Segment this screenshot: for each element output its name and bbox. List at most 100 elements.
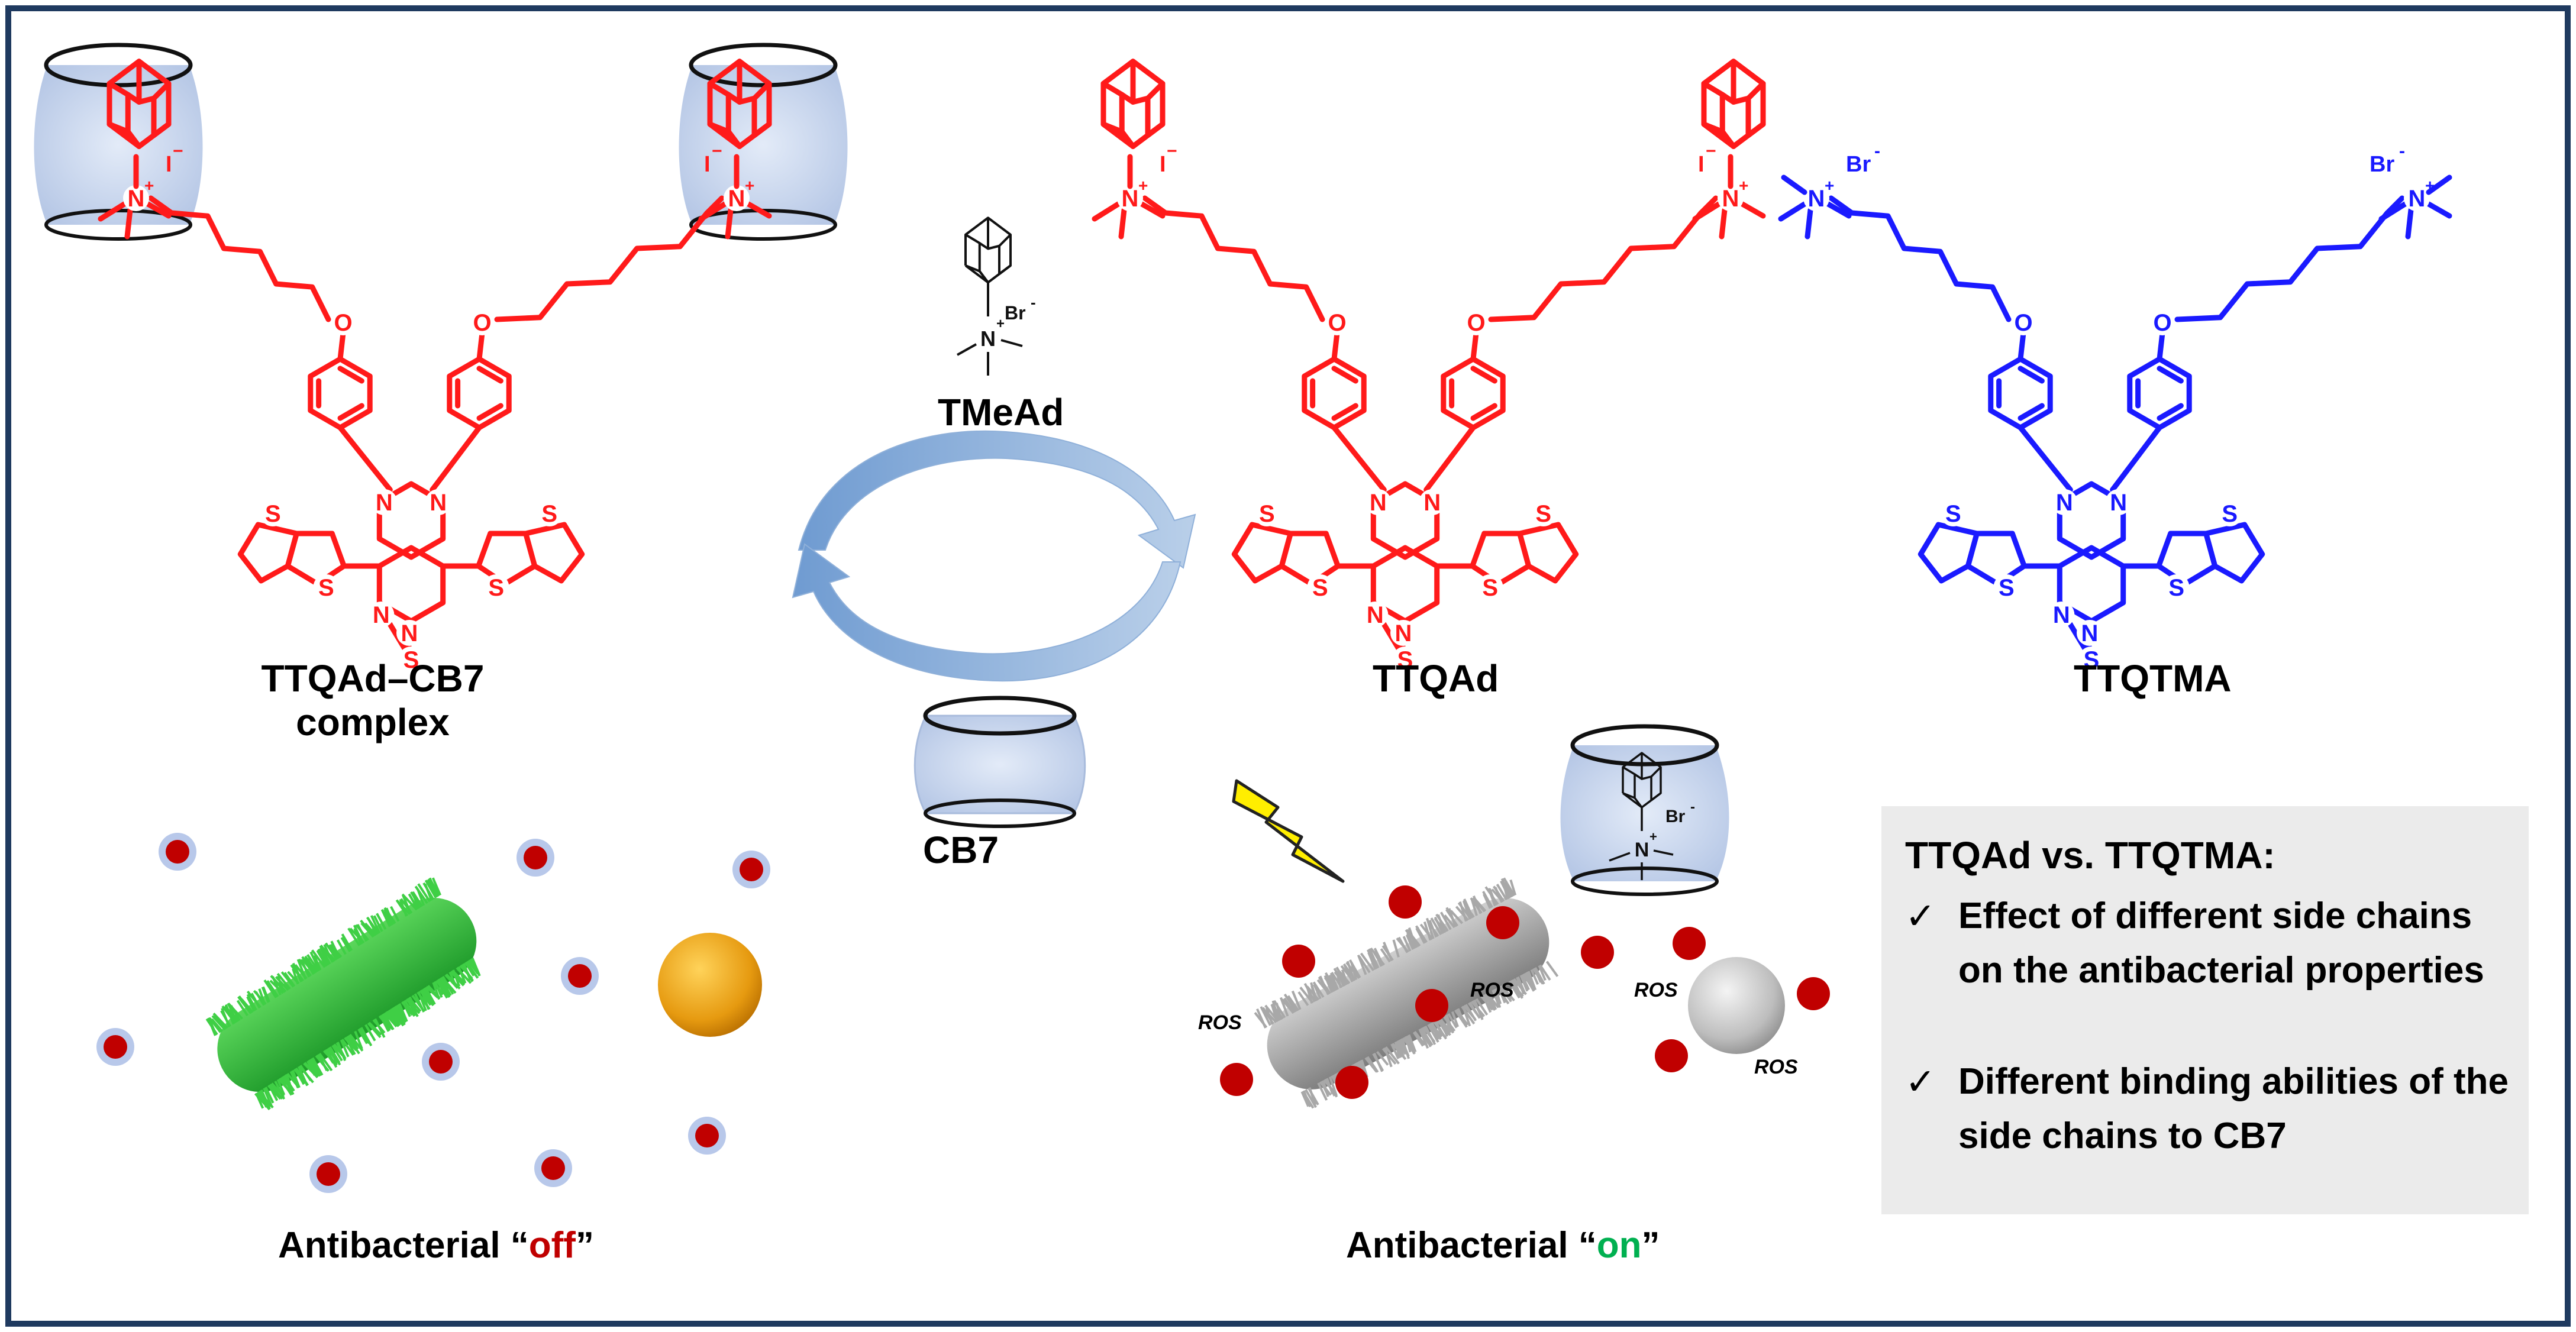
ammonium-nitrogen: N [1808,186,1825,212]
encapsulated-photosensitizer-dot [732,851,770,888]
ros-label-2: ROS [1470,979,1514,1001]
counter-ion: I [1160,152,1166,177]
sulfur-atom: S [1535,501,1551,527]
nitrogen-atom: N [376,490,393,516]
orange-coccus-bacterium [658,933,762,1037]
positive-charge: + [1649,829,1657,844]
on-word: on [1597,1225,1642,1266]
grey-coccus-bacterium [1688,957,1785,1054]
comparison-info-box: TTQAd vs. TTQTMA: ✓Effect of different s… [1881,806,2529,1214]
off-word: off [529,1225,576,1266]
counter-ion: Br [1846,152,1871,177]
encapsulated-photosensitizer-dot [534,1149,572,1187]
counter-ion-charge: − [712,141,722,161]
nitrogen-atom: N [1367,602,1384,628]
photosensitizer-dot [1486,906,1519,939]
off-scene [96,833,770,1193]
sulfur-atom: S [265,501,281,527]
ros-label-1: ROS [1198,1011,1242,1034]
info-title: TTQAd vs. TTQTMA: [1905,833,2275,877]
positive-charge: + [745,176,754,195]
counter-ion: I [166,152,172,177]
sulfur-atom: S [1999,575,2015,601]
photosensitizer-dot [1389,885,1422,919]
positive-charge: + [1138,176,1148,195]
positive-charge: + [996,316,1005,332]
counter-ion-charge: − [1167,141,1177,161]
counter-ion-charge: - [1690,799,1695,815]
reverse-arrow [793,544,1180,681]
check-icon: ✓ [1905,1055,1958,1109]
ammonium-nitrogen: N [1722,186,1739,212]
photosensitizer-dot [1655,1039,1688,1072]
counter-ion: Br [2370,152,2394,177]
lightning-icon [1234,781,1343,881]
photosensitizer-dot [1581,936,1614,969]
antibacterial-on-caption: Antibacterial “on” [1346,1224,1660,1266]
counter-ion-charge: − [1706,141,1716,161]
counter-ion-charge: - [2399,141,2405,161]
sulfur-atom: S [1312,575,1328,601]
oxygen-atom: O [2153,310,2171,336]
oxygen-atom: O [2014,310,2032,336]
check-icon: ✓ [1905,889,1958,943]
ttqad-label: TTQAd [1373,657,1499,700]
complex-label: TTQAd–CB7 complex [225,657,521,744]
encapsulated-photosensitizer-dot [517,839,554,877]
ros-label-4: ROS [1754,1056,1798,1078]
counter-ion: I [704,152,711,177]
cb7-barrel [915,698,1085,826]
sulfur-atom: S [2222,501,2238,527]
ros-label-3: ROS [1634,979,1678,1001]
positive-charge: + [144,176,154,195]
encapsulated-photosensitizer-dot [422,1043,460,1081]
oxygen-atom: O [1328,310,1346,336]
oxygen-atom: O [334,310,352,336]
green-rod-bacterium [194,870,500,1119]
positive-charge: + [1825,176,1834,195]
encapsulated-photosensitizer-dot [561,957,599,995]
counter-ion: I [1698,152,1705,177]
counter-ion-charge: - [1874,141,1880,161]
photosensitizer-dot [1335,1066,1368,1099]
sulfur-atom: S [1945,501,1961,527]
tmead-label: TMeAd [938,390,1064,434]
photosensitizer-dot [1282,945,1315,978]
nitrogen-atom: N [2081,620,2099,646]
nitrogen-atom: N [430,490,447,516]
info-point-2: ✓Different binding abilities of the side… [1905,1055,2509,1163]
antibacterial-off-caption: Antibacterial “off” [278,1224,594,1266]
cb7-tmead-complex: N+ Br- [1561,726,1729,894]
counter-ion-charge: - [1031,293,1036,311]
encapsulated-photosensitizer-dot [688,1117,726,1155]
positive-charge: + [1739,176,1748,195]
ammonium-nitrogen: N [728,186,745,212]
sulfur-atom: S [541,501,557,527]
forward-arrow [799,431,1195,568]
nitrogen-atom: N [2110,490,2127,516]
tmead-structure: N+Br- [957,218,1036,376]
nitrogen-atom: N [401,620,418,646]
sulfur-atom: S [1482,575,1498,601]
nitrogen-atom: N [1423,490,1441,516]
sulfur-atom: S [318,575,334,601]
ttqad-structure: SSSSNNNNSOONN++I−I− [1095,62,1763,673]
ammonium-nitrogen: N [1122,186,1139,212]
nitrogen-atom: N [1370,490,1387,516]
counter-ion-charge: − [173,141,183,161]
counter-ion: Br [1005,302,1026,324]
ttqtma-label: TTQTMA [2074,657,2232,700]
ammonium-nitrogen: N [980,326,996,351]
photosensitizer-dot [1673,927,1706,960]
nitrogen-atom: N [1395,620,1412,646]
oxygen-atom: O [1467,310,1485,336]
counter-ion: Br [1665,807,1686,826]
photosensitizer-dot [1415,989,1448,1022]
nitrogen-atom: N [373,602,390,628]
photosensitizer-dot [1220,1063,1253,1096]
ammonium-nitrogen: N [1635,839,1649,861]
nitrogen-atom: N [2056,490,2073,516]
sulfur-atom: S [1259,501,1275,527]
ttqtma-structure: SSSSNNNNSOONN++Br-Br- [1781,141,2449,673]
